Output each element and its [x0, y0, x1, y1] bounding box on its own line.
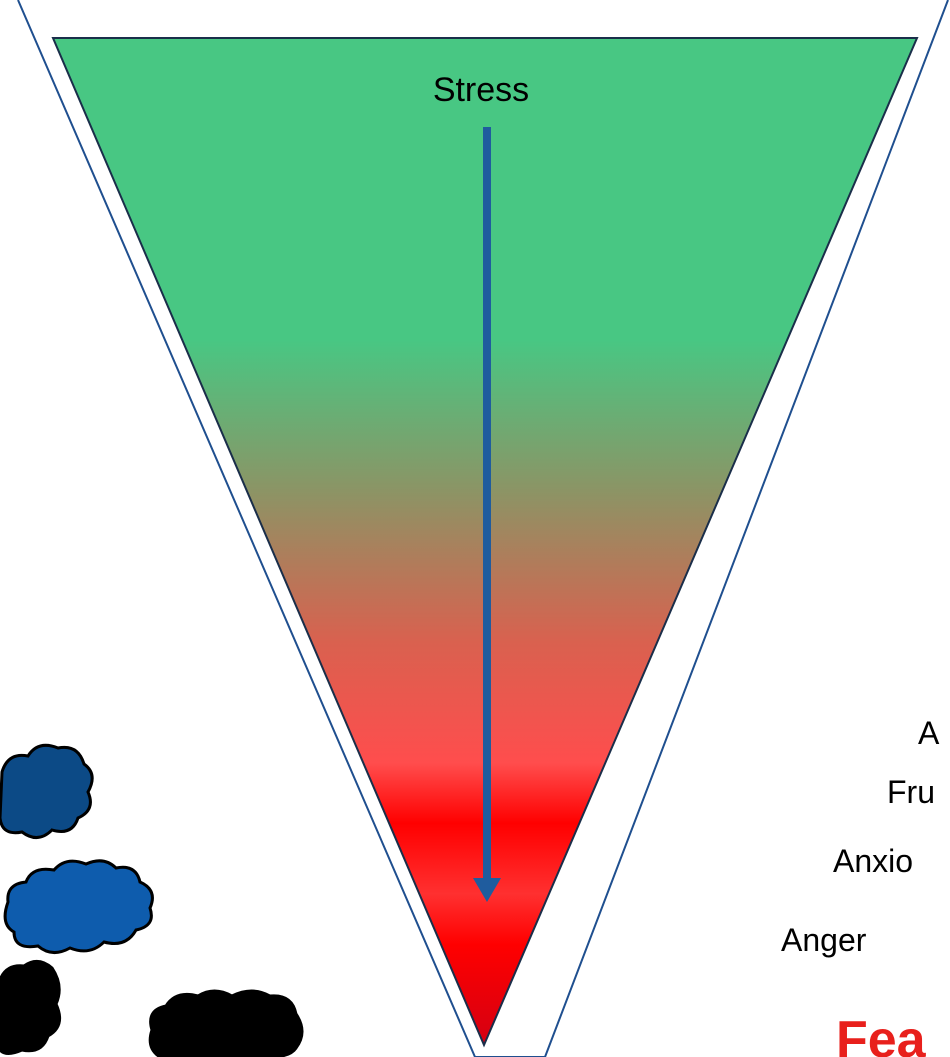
side-label-2: Fru [887, 774, 935, 810]
cloud-black-left [0, 960, 62, 1055]
cloud-blue [3, 859, 154, 954]
funnel-outer-outline [17, 0, 949, 1057]
side-label-3: Anxio [833, 843, 913, 879]
cloud-blue-dark [0, 743, 94, 839]
funnel-label: Stress [433, 71, 529, 109]
side-label-4: Anger [781, 922, 867, 958]
cloud-black-right [148, 989, 304, 1057]
stress-arrow-head [473, 878, 501, 902]
bottom-label: Fea [836, 1011, 927, 1057]
side-label-1: A [918, 715, 940, 751]
